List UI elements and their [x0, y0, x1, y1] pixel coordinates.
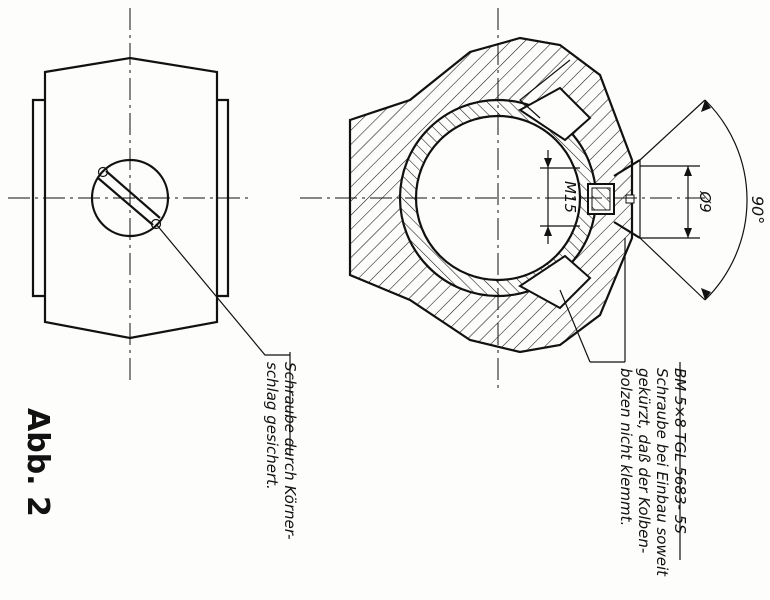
- right-note-line-1: BM 5×8 TGL 5683- 5S: [671, 368, 689, 534]
- countersink-edges: [613, 159, 641, 239]
- right-note: BM 5×8 TGL 5683- 5S Schraube bei Einbau …: [617, 368, 689, 577]
- thread-size-label: M15: [561, 181, 579, 213]
- window-leader-bottom: [559, 289, 591, 363]
- left-note: Schraube durch Körner- schlag gesichert.: [263, 362, 299, 540]
- right-note-line-3: gekürzt, daß der Kolben-: [635, 368, 653, 553]
- screw-end-bottom: [150, 218, 162, 230]
- screw-slot-line-b: [105, 170, 161, 219]
- right-note-line-2: Schraube bei Einbau soweit: [653, 368, 671, 577]
- screw-slot-line-a: [97, 177, 154, 226]
- side-view-body: [43, 56, 219, 340]
- section-view: M15 Ø9 90°: [300, 8, 767, 560]
- right-flange: [217, 98, 230, 298]
- window-leader-top: [519, 59, 571, 119]
- bore-circle: [90, 158, 170, 238]
- small-detail: [625, 194, 635, 204]
- upper-window: [518, 86, 592, 142]
- angle-line-bottom: [639, 237, 706, 301]
- screw-end-top: [97, 166, 109, 178]
- diameter-label: Ø9: [696, 190, 714, 212]
- left-note-line-1: Schraube durch Körner-: [281, 362, 299, 540]
- left-flange: [31, 98, 45, 298]
- set-screw: [591, 187, 611, 211]
- figure-label: Abb. 2: [20, 408, 55, 517]
- side-view: [8, 8, 291, 456]
- angle-label: 90°: [748, 196, 767, 224]
- lower-window: [518, 254, 592, 310]
- left-note-leader: [155, 223, 290, 356]
- angle-arc: [704, 99, 748, 301]
- angle-line-top: [639, 99, 706, 161]
- left-note-line-2: schlag gesichert.: [263, 362, 281, 490]
- right-note-line-4: bolzen nicht klemmt.: [617, 368, 635, 526]
